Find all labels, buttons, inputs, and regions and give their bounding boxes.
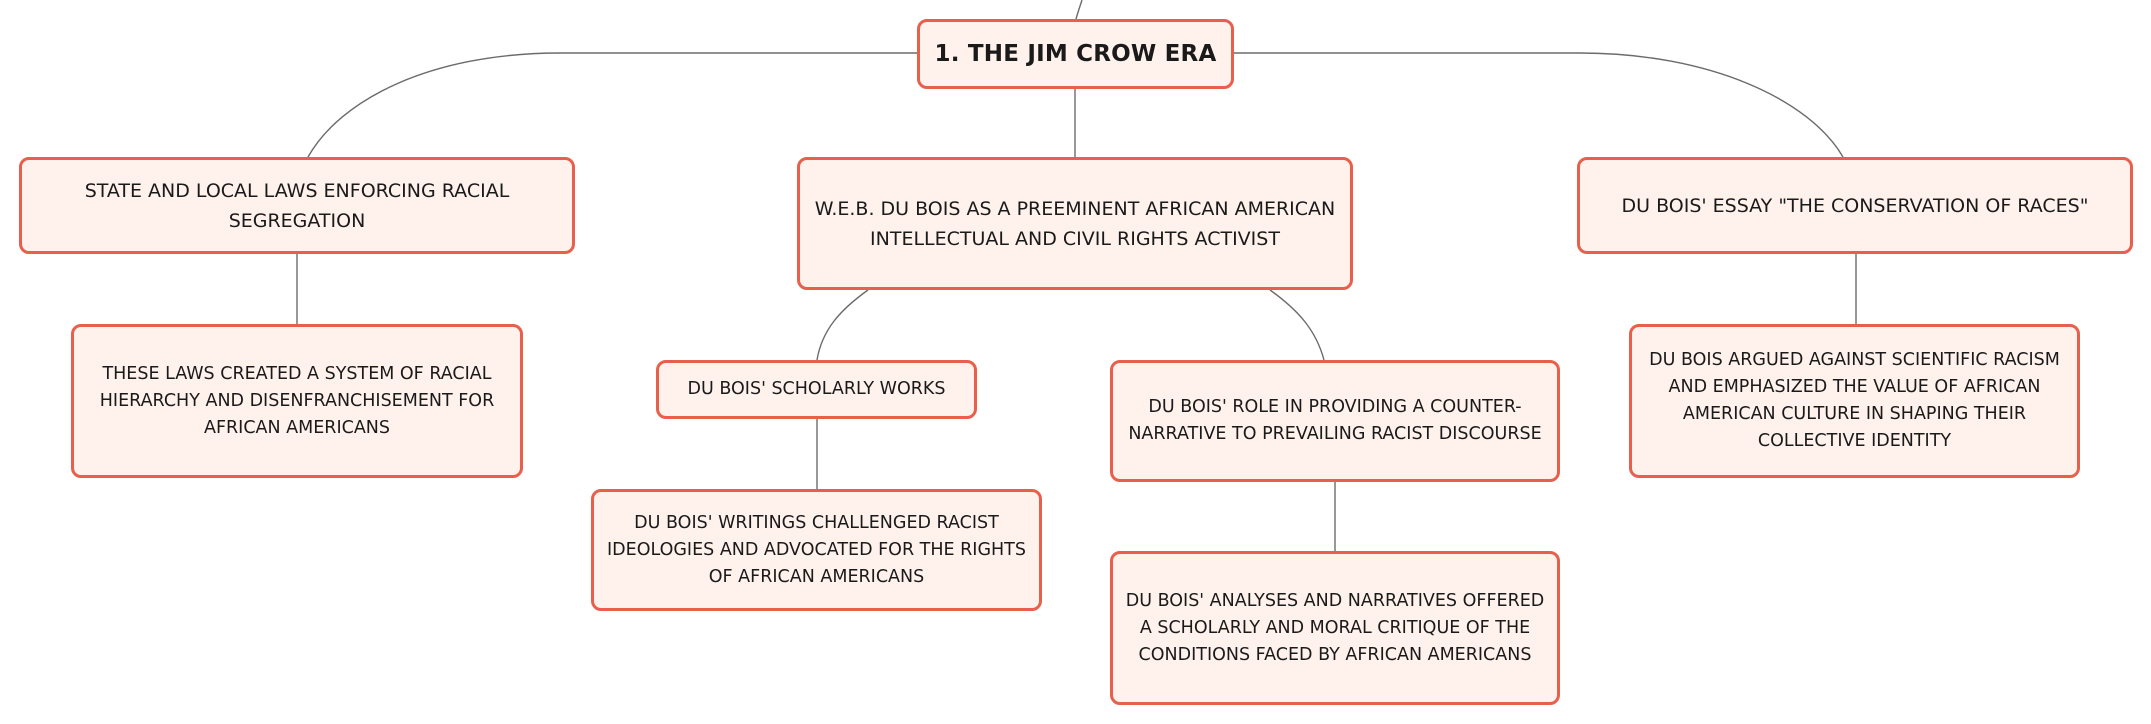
subtopic-label-analyses-critique: DU BOIS' ANALYSES AND NARRATIVES OFFERED…: [1125, 590, 1545, 665]
subtopic-label-laws-hierarchy: THESE LAWS CREATED A SYSTEM OF RACIAL HI…: [99, 363, 495, 438]
connector-root-to-parent: [1075, 0, 1083, 20]
connector-root-to-laws: [307, 52, 917, 158]
topic-node-conservation-of-races[interactable]: DU BOIS' ESSAY "THE CONSERVATION OF RACE…: [1577, 157, 2133, 254]
root-topic-node[interactable]: 1. THE JIM CROW ERA: [917, 19, 1234, 89]
subtopic-label-essay-argument: DU BOIS ARGUED AGAINST SCIENTIFIC RACISM…: [1649, 350, 2060, 451]
subtopic-node-laws-hierarchy[interactable]: THESE LAWS CREATED A SYSTEM OF RACIAL HI…: [71, 324, 523, 478]
connector-dubois-to-scholarly: [816, 289, 869, 361]
connector-dubois-to-counter: [1269, 289, 1325, 361]
root-topic-label: 1. THE JIM CROW ERA: [934, 41, 1217, 67]
topic-node-segregation-laws[interactable]: STATE AND LOCAL LAWS ENFORCING RACIAL SE…: [19, 157, 575, 254]
subtopic-node-writings-challenged[interactable]: DU BOIS' WRITINGS CHALLENGED RACIST IDEO…: [591, 489, 1042, 611]
subtopic-label-writings-challenged: DU BOIS' WRITINGS CHALLENGED RACIST IDEO…: [607, 512, 1026, 587]
topic-node-du-bois-activist[interactable]: W.E.B. DU BOIS AS A PREEMINENT AFRICAN A…: [797, 157, 1353, 290]
subtopic-node-counter-narrative[interactable]: DU BOIS' ROLE IN PROVIDING A COUNTER-NAR…: [1110, 360, 1560, 482]
subtopic-label-scholarly-works: DU BOIS' SCHOLARLY WORKS: [687, 379, 946, 399]
subtopic-label-counter-narrative: DU BOIS' ROLE IN PROVIDING A COUNTER-NAR…: [1128, 397, 1542, 444]
topic-label-conservation-of-races: DU BOIS' ESSAY "THE CONSERVATION OF RACE…: [1621, 194, 2089, 217]
subtopic-node-essay-argument[interactable]: DU BOIS ARGUED AGAINST SCIENTIFIC RACISM…: [1629, 324, 2080, 478]
topic-label-segregation-laws: STATE AND LOCAL LAWS ENFORCING RACIAL SE…: [84, 179, 510, 232]
connector-root-to-essay: [1234, 52, 1844, 158]
topic-label-du-bois-activist: W.E.B. DU BOIS AS A PREEMINENT AFRICAN A…: [814, 197, 1336, 250]
subtopic-node-scholarly-works[interactable]: DU BOIS' SCHOLARLY WORKS: [656, 360, 977, 419]
subtopic-node-analyses-critique[interactable]: DU BOIS' ANALYSES AND NARRATIVES OFFERED…: [1110, 551, 1560, 705]
